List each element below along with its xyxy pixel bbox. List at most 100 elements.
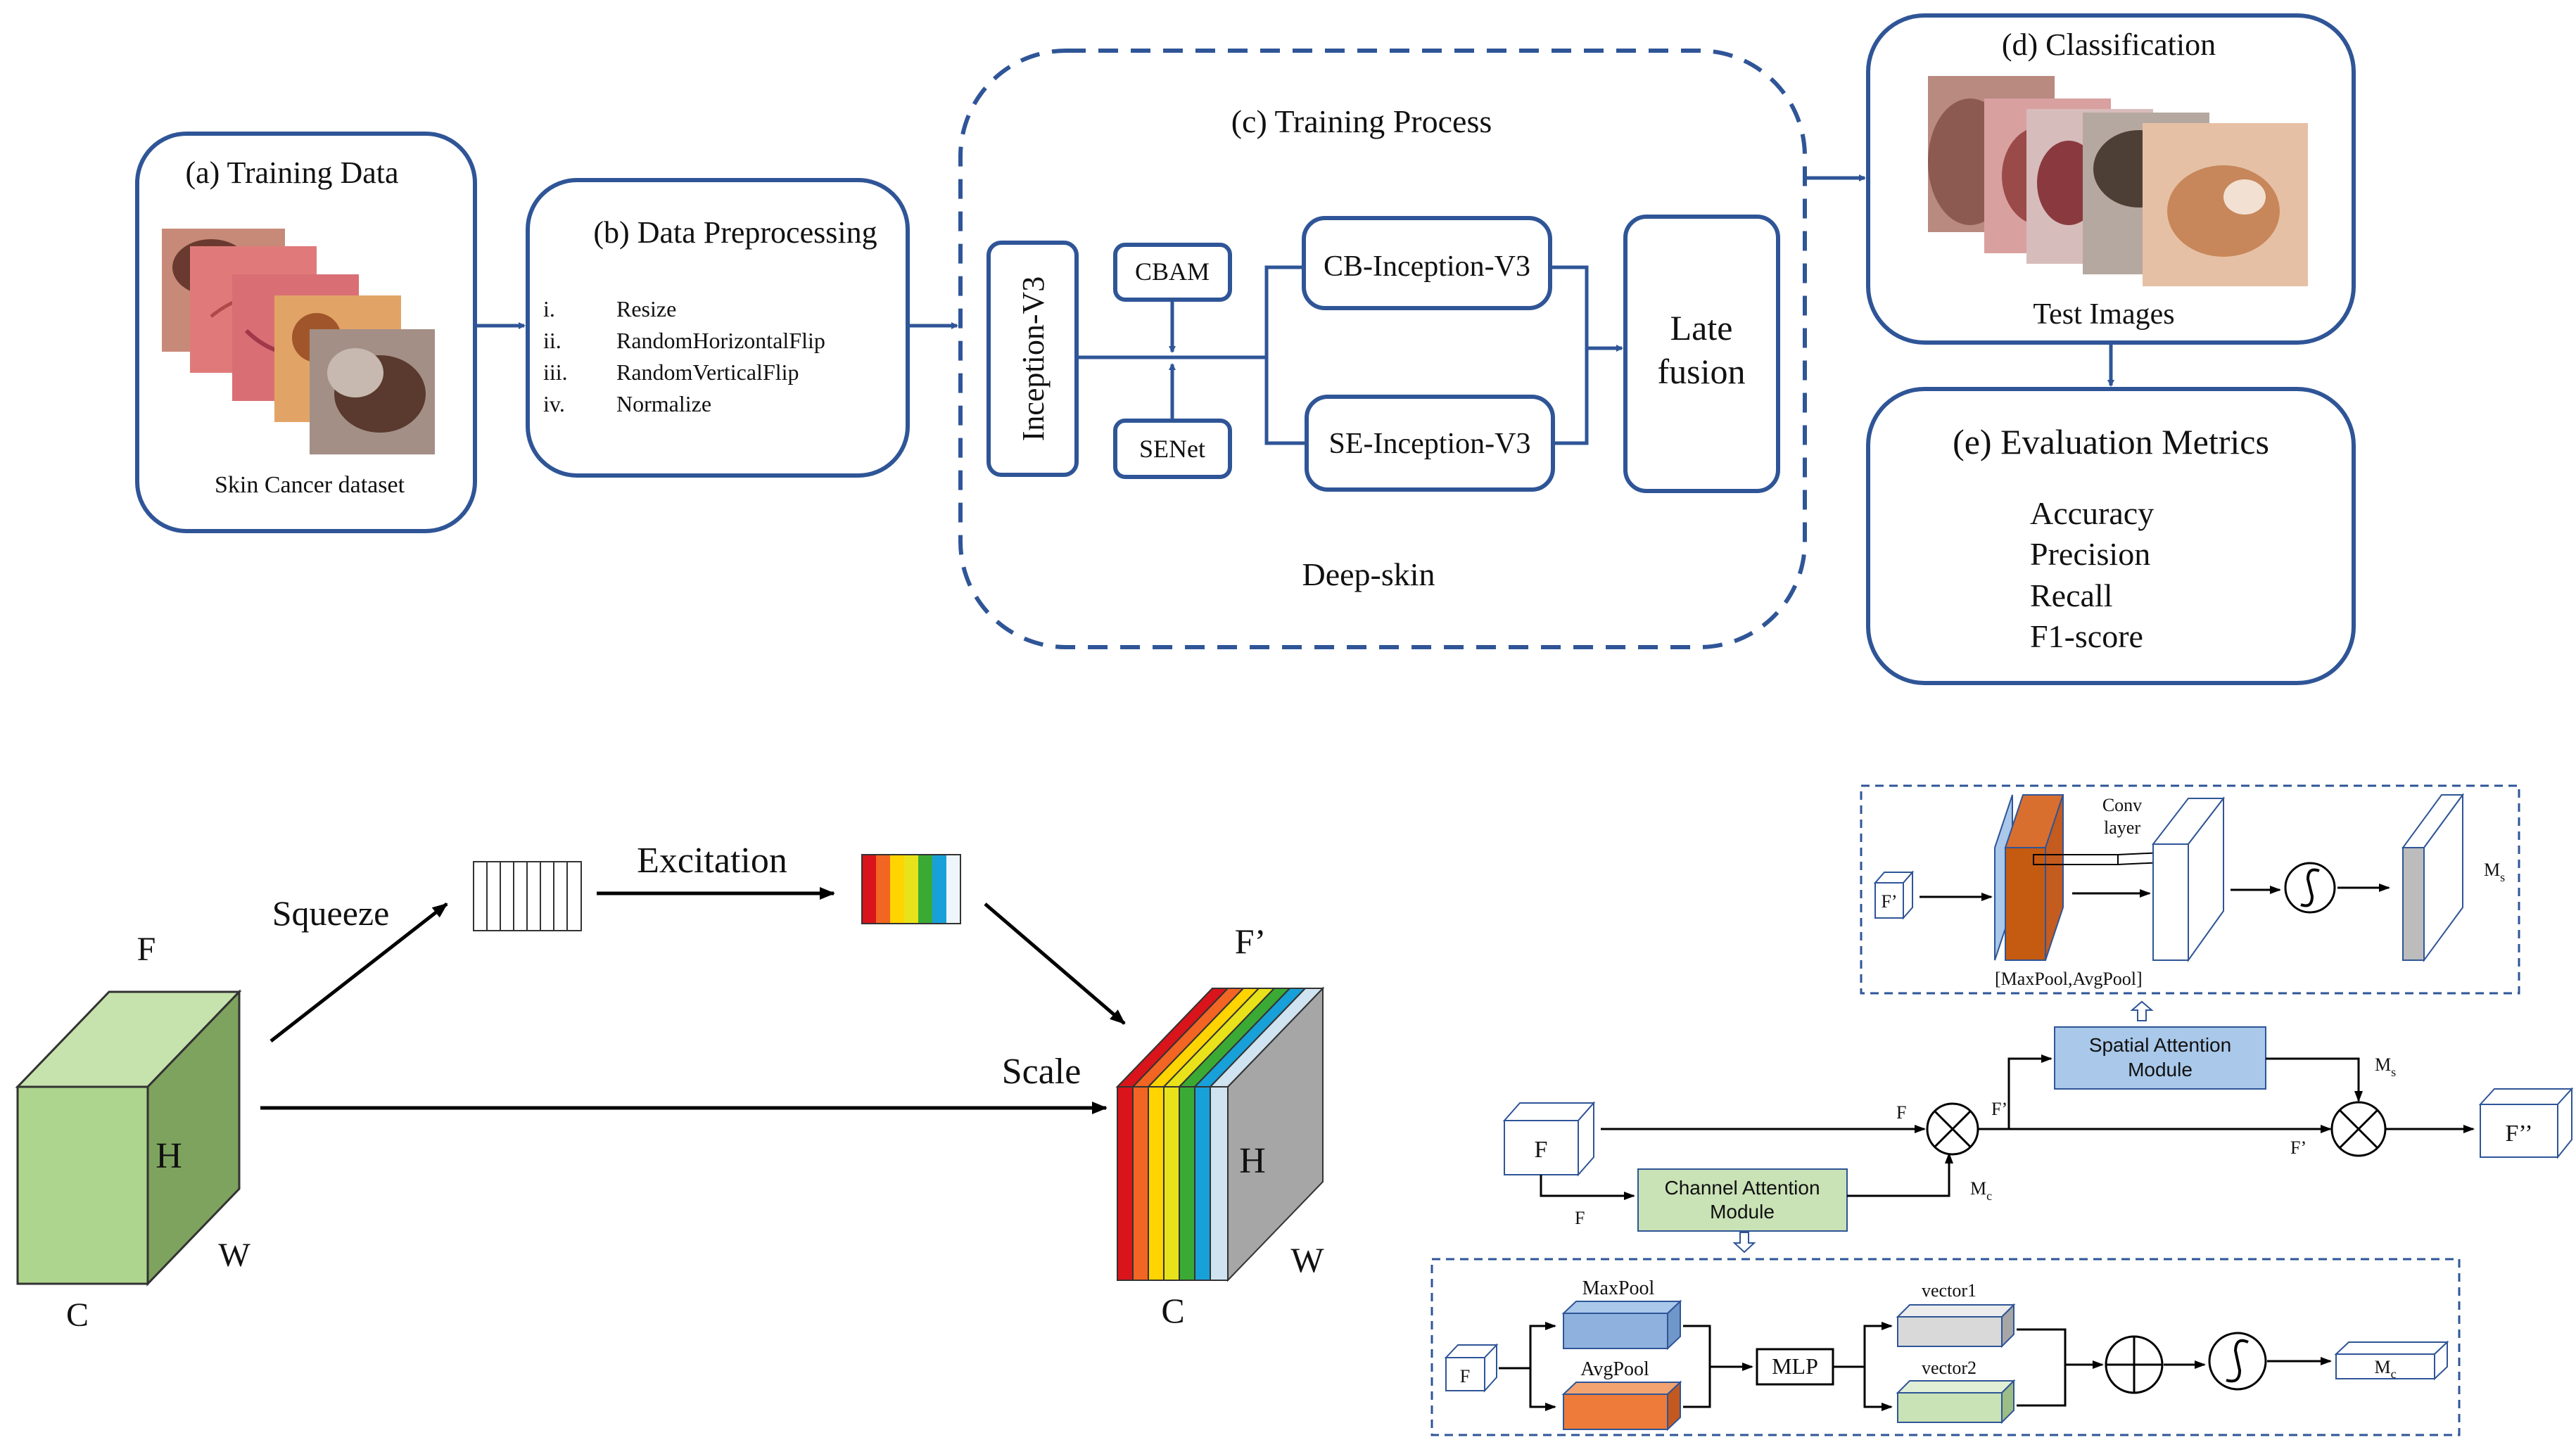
ms-label-sub: s: [2500, 870, 2505, 884]
model-name: Deep-skin: [1302, 556, 1435, 592]
mc-block: [2334, 1340, 2449, 1381]
squeezed-vector: [473, 861, 582, 931]
training-process-box: [958, 49, 1807, 649]
vector1-to-sum-arrow: [2017, 1328, 2104, 1369]
cb-inception-label: CB-Inception-V3: [1324, 250, 1530, 283]
f-to-channel-line: [1540, 1175, 1632, 1197]
excited-to-output-arrow: [984, 903, 1126, 1025]
channel-input: [1444, 1343, 1499, 1393]
vector1-label: vector1: [1922, 1280, 1977, 1301]
spatial-expand-arrow: [2130, 1000, 2154, 1021]
mlp-label: MLP: [1772, 1353, 1818, 1379]
mult1-to-spatial-arrow: [1978, 1054, 2052, 1130]
scale-label: Scale: [1002, 1052, 1081, 1092]
step-label: Resize: [616, 296, 676, 321]
classification-title: (d) Classification: [2002, 27, 2216, 62]
edge-Ms: Ms: [2375, 1054, 2396, 1079]
output-cube: [1115, 986, 1325, 1282]
evaluation-box: [1866, 387, 2356, 685]
output-F-label: F’: [1235, 921, 1266, 961]
training-data-caption: Skin Cancer dataset: [215, 472, 405, 498]
training-images: [162, 229, 435, 454]
spatial-input-label: F’: [1881, 891, 1897, 912]
fusion-label-2: fusion: [1658, 352, 1746, 391]
late-fusion-box: [1623, 215, 1780, 493]
cbam-block: F’ Conv layer [MaxPool,AvgPool]: [1430, 784, 2574, 1436]
pipeline-text: (a) Training Data Skin Cancer dataset (b…: [185, 27, 2269, 654]
training-data-title: (a) Training Data: [185, 155, 398, 190]
ms-label: Ms: [2484, 860, 2505, 884]
metric: F1-score: [2030, 618, 2143, 654]
cb-inception-box: [1302, 216, 1552, 310]
sigmoid-icon-2-glyph: [2226, 1339, 2249, 1383]
multiply-icon-2-glyph-b: [2339, 1109, 2378, 1149]
maxpool-to-mlp-arrow: [1683, 1325, 1753, 1371]
input-C-label: C: [66, 1296, 89, 1334]
conv-label-1: Conv: [2102, 795, 2142, 815]
spatial-attention-module: [2054, 1026, 2266, 1090]
conv-map: [2151, 796, 2226, 963]
metric: Precision: [2030, 536, 2150, 572]
spatial-module-label-1: Spatial Attention: [2089, 1034, 2231, 1056]
mlp-to-vector1-arrow: [1833, 1322, 1893, 1368]
metric: Accuracy: [2030, 495, 2154, 531]
channel-to-mult1-arrow: [1847, 1152, 1953, 1197]
channel-module-label-1: Channel Attention: [1664, 1177, 1820, 1199]
se-inception-label: SE-Inception-V3: [1329, 428, 1531, 460]
vector2-label: vector2: [1922, 1358, 1977, 1378]
step-num: iii.: [543, 359, 568, 385]
step-label: RandomHorizontalFlip: [616, 328, 825, 353]
step-num: ii.: [543, 328, 561, 353]
main-output-label: F’’: [2505, 1121, 2532, 1147]
step-label: Normalize: [616, 391, 711, 416]
input-W-label: W: [218, 1237, 250, 1274]
vector2-to-sum-line: [2017, 1365, 2067, 1407]
mc-label-sub: c: [2391, 1367, 2397, 1381]
input-to-maxpool-arrow: [1499, 1322, 1556, 1370]
edge-Mc-sub: c: [1986, 1189, 1992, 1203]
fusion-label-1: Late: [1670, 308, 1733, 347]
mlp-to-vector2-arrow: [1863, 1367, 1893, 1411]
channel-detail-box: [1430, 1258, 2461, 1436]
inception-label: Inception-V3: [1016, 276, 1051, 442]
ms-label-main: M: [2484, 860, 2500, 880]
mc-label-main: M: [2374, 1357, 2390, 1377]
channel-module-label-2: Module: [1710, 1201, 1775, 1223]
step-label: RandomVerticalFlip: [616, 359, 799, 385]
edge-F1: F: [1896, 1102, 1906, 1123]
avgpool-to-mlp-line: [1683, 1367, 1711, 1408]
evaluation-title: (e) Evaluation Metrics: [1953, 422, 2269, 461]
preprocessing-title: (b) Data Preprocessing: [593, 215, 877, 250]
input-cube-front: [16, 1085, 149, 1285]
training-data-box: [135, 132, 477, 533]
branch-merge: [1550, 265, 1589, 445]
se-block: F H W C Squeeze Excitation: [15, 841, 1325, 1334]
sigmoid-icon-glyph: [2300, 868, 2320, 907]
channel-input-label: F: [1460, 1366, 1470, 1386]
step-num: i.: [543, 296, 555, 321]
spatial-module-label-2: Module: [2128, 1059, 2193, 1080]
excited-vector: [861, 854, 961, 924]
spatial-to-mult2-arrow: [2266, 1057, 2363, 1102]
excitation-label: Excitation: [637, 841, 787, 881]
test-images: [1928, 76, 2308, 286]
spatial-detail-box: [1860, 784, 2520, 995]
edge-Mc: Mc: [1970, 1178, 1992, 1203]
main-input-label: F: [1535, 1137, 1548, 1163]
edge-Mc-main: M: [1970, 1178, 1986, 1199]
metric: Recall: [2030, 578, 2113, 613]
input-to-avgpool-arrow: [1529, 1368, 1556, 1411]
channel-attention-module: [1637, 1168, 1848, 1232]
maxpool-block: [1561, 1299, 1682, 1351]
step-num: iv.: [543, 391, 565, 416]
multiply-icon-1-glyph-b: [1934, 1110, 1972, 1148]
input-F-label: F: [137, 931, 156, 968]
input-H-label: H: [156, 1136, 182, 1176]
mc-label: Mc: [2374, 1357, 2396, 1381]
to-cb-branch: [1264, 265, 1304, 357]
edge-F2: F: [1575, 1208, 1585, 1228]
output-C-label: C: [1161, 1291, 1184, 1330]
pipeline-section: [135, 13, 2356, 685]
